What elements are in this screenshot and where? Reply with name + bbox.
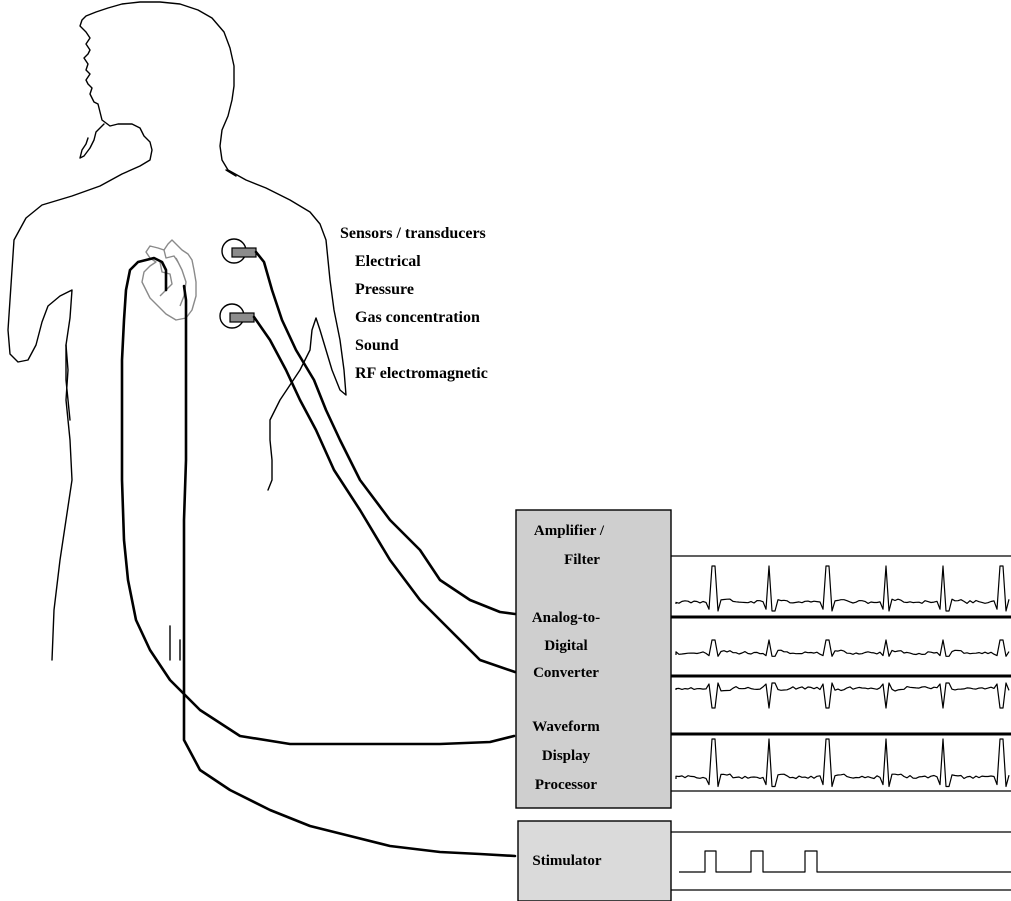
electrode-upper	[222, 239, 256, 263]
waveform-label-3: Processor	[535, 777, 598, 793]
ecg-trace-4	[676, 739, 1009, 787]
stimulator-box: Stimulator	[518, 821, 671, 901]
sensor-list: Sensors / transducers Electrical Pressur…	[340, 225, 488, 382]
sensor-item-electrical: Electrical	[355, 253, 421, 270]
electrode-lower	[220, 304, 254, 328]
sensor-item-sound: Sound	[355, 337, 399, 354]
ecg-trace-1	[676, 566, 1009, 611]
adc-label-3: Converter	[533, 665, 599, 681]
heart-icon	[142, 240, 196, 320]
stimulator-label: Stimulator	[532, 853, 602, 869]
waveform-label-2: Display	[542, 748, 591, 764]
sensor-list-title: Sensors / transducers	[340, 225, 486, 242]
sensor-item-pressure: Pressure	[355, 281, 414, 298]
amplifier-label: Amplifier /	[534, 523, 605, 539]
processor-box: Amplifier / Filter Analog-to- Digital Co…	[516, 510, 671, 808]
waveform-label-1: Waveform	[532, 719, 600, 735]
adc-label-1: Analog-to-	[532, 610, 600, 626]
lead-heart-left	[122, 258, 514, 744]
electrode-contact	[230, 313, 254, 322]
adc-label-2: Digital	[544, 638, 587, 654]
waveform-display	[671, 556, 1011, 791]
ecg-trace-3	[676, 683, 1009, 708]
human-body-outline	[8, 2, 346, 660]
sensor-item-gas: Gas concentration	[355, 309, 480, 326]
ecg-trace-2	[676, 640, 1009, 656]
stimulator-pulse-train	[679, 851, 1011, 872]
stimulator-pulse-display	[671, 832, 1011, 890]
filter-label: Filter	[564, 552, 600, 568]
electrode-contact	[232, 248, 256, 257]
sensor-item-rf: RF electromagnetic	[355, 365, 488, 382]
lead-upper-electrode	[256, 252, 515, 614]
lead-wires	[122, 252, 515, 856]
